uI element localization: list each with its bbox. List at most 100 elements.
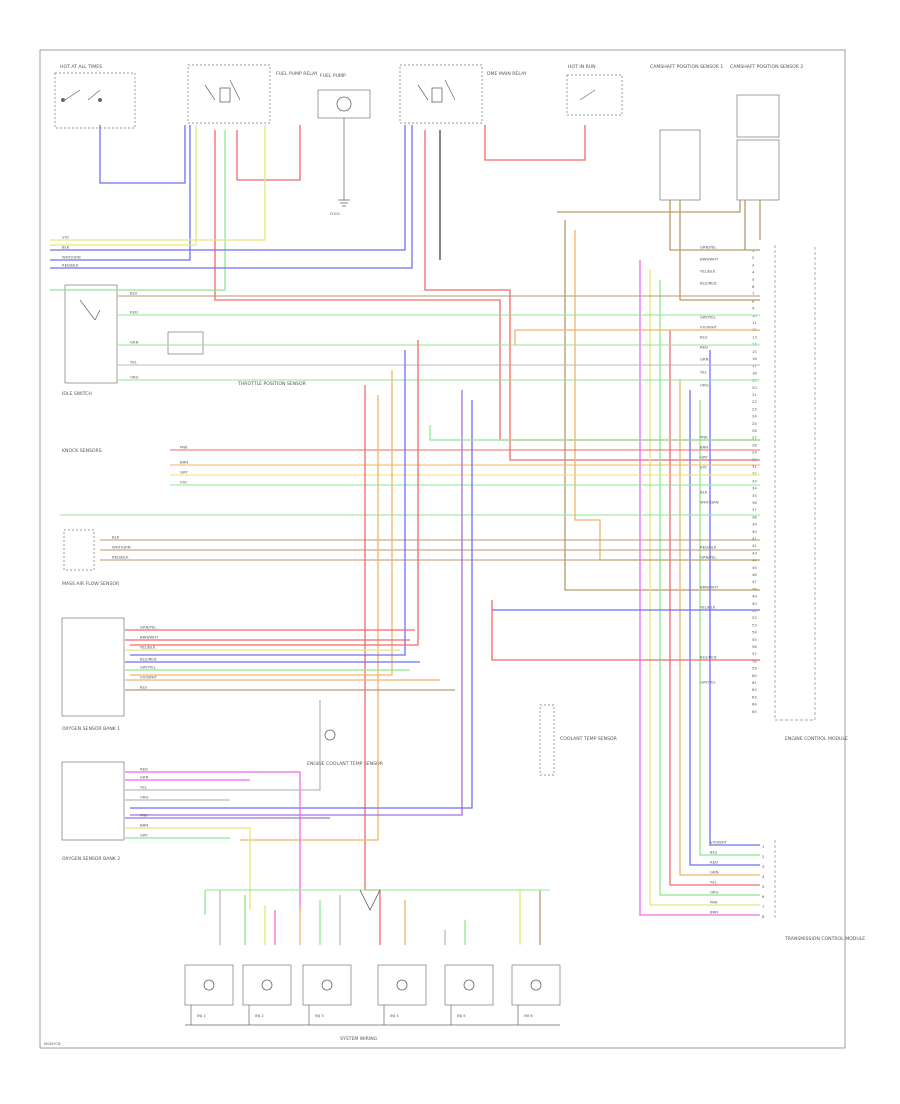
wire-tag: BLU/RED <box>700 281 717 286</box>
ecm-pin-label: 28 <box>752 442 757 447</box>
knock-sensors-label: KNOCK SENSORS <box>62 448 102 454</box>
diagram-border <box>39 49 846 1049</box>
wire <box>99 125 186 184</box>
ecm-pin-label: 59 <box>752 666 757 671</box>
ecm-pin-label: 39 <box>752 522 757 527</box>
ecm-pin-label: 32 <box>752 471 757 476</box>
wire <box>130 400 473 809</box>
ecm-pin-label: 60 <box>752 673 757 678</box>
ecm-pin-label: 16 <box>752 356 757 361</box>
ecm-pin-label: 64 <box>752 702 757 707</box>
wire <box>564 220 760 591</box>
wire-tag: YEL <box>130 360 138 365</box>
wire-tag: GRN/YEL <box>700 245 717 250</box>
injector-label: INJ 4 <box>390 1013 399 1018</box>
ecm-pin-label: 56 <box>752 644 757 649</box>
wire-tag: WHT/GRN <box>112 545 131 550</box>
wire-tag: BLK <box>112 535 120 540</box>
knock-sensors: KNOCK SENSORS <box>62 448 102 571</box>
throttle-position-sensor: THROTTLE POSITION SENSOR <box>167 331 307 387</box>
wire <box>574 230 760 561</box>
camshaft-sensor-1: CAMSHAFT POSITION SENSOR 1 <box>650 64 723 201</box>
ecm-pin-label: 26 <box>752 428 757 433</box>
camshaft-sensor-2: CAMSHAFT POSITION SENSOR 2 <box>730 64 803 201</box>
ecm-pin-label: 46 <box>752 572 757 577</box>
wire <box>130 350 406 656</box>
ecm-pin-label: 33 <box>752 478 757 483</box>
ecm-pin-label: 7 <box>752 291 755 296</box>
wire-tag: RED <box>140 767 148 772</box>
wire-tag: BRN <box>710 910 718 915</box>
ecm-pin-label: 58 <box>752 658 757 663</box>
ecm-pin-label: 50 <box>752 601 757 606</box>
injector-label: INJ 5 <box>457 1013 466 1018</box>
wire-tag: BLU <box>700 335 708 340</box>
cam-sensor-2-label: CAMSHAFT POSITION SENSOR 2 <box>730 64 803 70</box>
ecm-pin-label: 13 <box>752 334 757 339</box>
ecm-pin-label: 5 <box>752 277 755 282</box>
tcm-pin-label: 4 <box>762 874 765 879</box>
wire-tag: BRN <box>140 823 148 828</box>
ecm-pin-label: 36 <box>752 500 757 505</box>
engine-coolant-temp-sensor: ENGINE COOLANT TEMP SENSOR <box>307 729 384 767</box>
idle-switch: IDLE SWITCH <box>62 284 118 397</box>
wire-tag: YEL/BLK <box>700 605 716 610</box>
wire <box>50 125 197 246</box>
wire-tag: VIO/WHT <box>710 840 728 845</box>
injector-label: INJ 1 <box>197 1013 206 1018</box>
wire <box>424 130 760 461</box>
tcm-pin-label: 1 <box>762 844 765 849</box>
wire-tag: BLK <box>62 245 70 250</box>
ecm-pin-label: 8 <box>752 298 755 303</box>
wire-tag: GRY <box>140 833 148 838</box>
injector-label: INJ 2 <box>255 1013 264 1018</box>
wire-tag: GRN <box>710 870 719 875</box>
wire <box>130 370 393 676</box>
tcm-pin-label: 5 <box>762 884 765 889</box>
injector: INJ 3 <box>302 964 352 1025</box>
wire-tag: YEL/BLK <box>140 645 156 650</box>
wire <box>130 390 463 816</box>
wire <box>50 125 413 269</box>
wire <box>359 889 381 911</box>
wire-tag: GRY/YEL <box>700 680 717 685</box>
oxygen-sensor-bank-1: OXYGEN SENSOR BANK 1 <box>61 617 125 732</box>
ecm-pin-label: 52 <box>752 615 757 620</box>
wire-tag: RED <box>130 310 138 315</box>
ecm-pin-label: 17 <box>752 363 757 368</box>
tcm-pin-label: 6 <box>762 894 765 899</box>
wire-tag: BLU/RED <box>140 657 157 662</box>
o2-2-label: OXYGEN SENSOR BANK 2 <box>62 856 120 862</box>
wire-tag: BRN/WHT <box>700 257 719 262</box>
wire <box>669 200 760 251</box>
throttle-sensor-label: THROTTLE POSITION SENSOR <box>237 381 307 387</box>
wire-tag: ORG <box>710 890 719 895</box>
wire-tag: WHT/GRN <box>700 500 719 505</box>
wire-tag: VIO/WHT <box>700 325 718 330</box>
wire-tag: RED/BLK <box>700 545 717 550</box>
wire-tag: BLU/RED <box>700 655 717 660</box>
ecm-label: ENGINE CONTROL MODULE <box>785 736 848 742</box>
wire-tag: GRN/YEL <box>700 555 717 560</box>
wire-tag: BRN <box>180 460 188 465</box>
ecm-pin-label: 31 <box>752 464 757 469</box>
ecm-pin-label: 3 <box>752 262 755 267</box>
ecm-pin-label: 29 <box>752 450 757 455</box>
ecm-connector: ENGINE CONTROL MODULE 123456789101112131… <box>752 245 848 742</box>
ecm-pin-label: 61 <box>752 680 757 685</box>
ecm-pin-label: 25 <box>752 421 757 426</box>
injector: INJ 2 <box>242 964 292 1025</box>
ecm-pin-label: 42 <box>752 543 757 548</box>
tcm-pin-label: 2 <box>762 854 765 859</box>
cam-sensor-1-label: CAMSHAFT POSITION SENSOR 1 <box>650 64 723 70</box>
wire-tag: VIO <box>180 480 187 485</box>
ecm-pin-label: 15 <box>752 349 757 354</box>
wire <box>50 125 191 261</box>
wire <box>125 771 301 910</box>
injector: INJ 5 <box>444 964 494 1025</box>
fuel-pump-label: FUEL PUMP <box>320 73 346 79</box>
wire <box>557 200 741 213</box>
